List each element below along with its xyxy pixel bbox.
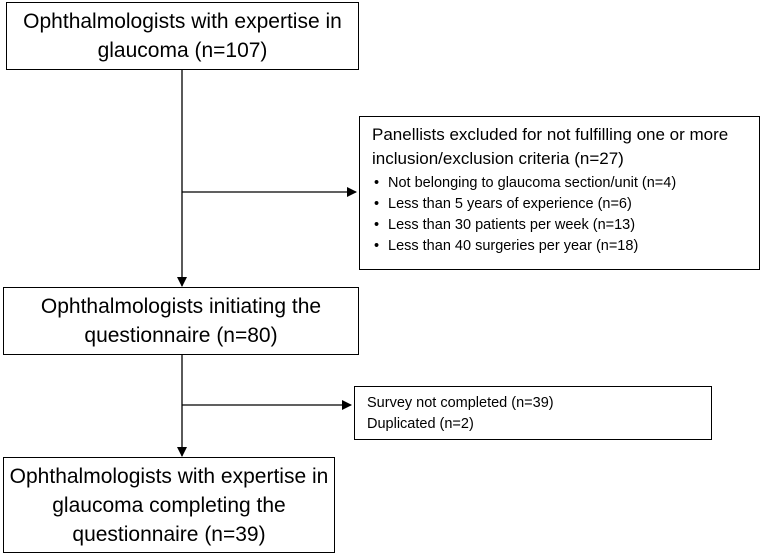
exclusion-survey-item: Duplicated (n=2) (367, 416, 474, 432)
exclusion-criteria-list: Not belonging to glaucoma section/unit (… (372, 173, 749, 257)
box-end: Ophthalmologists with expertise in glauc… (3, 457, 335, 553)
box-start: Ophthalmologists with expertise in glauc… (6, 2, 359, 70)
box-exclusion-survey: Survey not completed (n=39) Duplicated (… (354, 386, 712, 440)
box-middle-text: Ophthalmologists initiating the question… (40, 295, 322, 347)
exclusion-survey-item: Survey not completed (n=39) (367, 395, 554, 411)
exclusion-criteria-item: Less than 5 years of experience (n=6) (372, 194, 749, 215)
box-end-text: Ophthalmologists with expertise in glauc… (9, 464, 329, 546)
box-exclusion-criteria: Panellists excluded for not fulfilling o… (359, 116, 760, 270)
box-middle: Ophthalmologists initiating the question… (3, 287, 359, 355)
exclusion-criteria-item: Less than 30 patients per week (n=13) (372, 215, 749, 236)
exclusion-criteria-item: Not belonging to glaucoma section/unit (… (372, 173, 749, 194)
exclusion-criteria-title: Panellists excluded for not fulfilling o… (372, 125, 729, 168)
box-start-text: Ophthalmologists with expertise in glauc… (23, 10, 342, 62)
exclusion-criteria-item: Less than 40 surgeries per year (n=18) (372, 236, 749, 257)
